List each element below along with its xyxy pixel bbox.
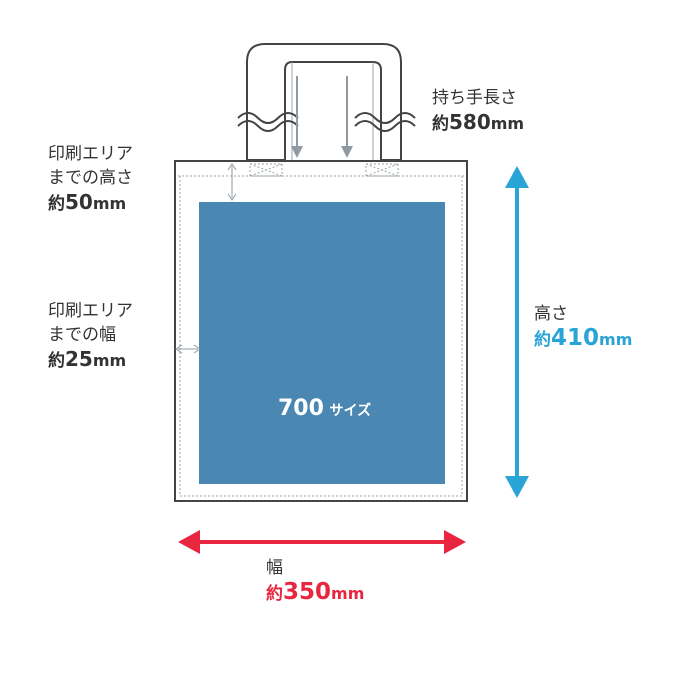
print-side-arrowhead bbox=[193, 344, 201, 354]
width-arrowhead-right bbox=[444, 530, 466, 554]
height-arrowhead-top bbox=[505, 166, 529, 188]
print-side-arrowhead bbox=[175, 344, 183, 354]
print-top-arrowhead bbox=[227, 163, 237, 171]
print-top-arrowhead bbox=[227, 193, 237, 201]
handle-break-mark bbox=[354, 112, 416, 124]
handle-break-mark bbox=[354, 120, 416, 132]
bag-handle bbox=[246, 43, 402, 161]
print-area bbox=[199, 202, 445, 484]
print-top-line2: までの高さ bbox=[48, 168, 133, 188]
height-title: 高さ bbox=[534, 304, 568, 324]
print-area-label: 700 サイズ bbox=[278, 396, 371, 421]
width-label: 幅 約350mm bbox=[266, 556, 364, 606]
width-arrowhead-left bbox=[178, 530, 200, 554]
bag-seam-line bbox=[179, 176, 463, 497]
print-side-line1: 印刷エリア bbox=[48, 301, 133, 321]
height-value: 約410mm bbox=[534, 325, 633, 351]
print-area-suffix: サイズ bbox=[329, 403, 372, 419]
handle-length-arrowhead bbox=[291, 146, 303, 158]
height-label: 高さ 約410mm bbox=[534, 302, 632, 352]
print-side-line2: までの幅 bbox=[48, 325, 116, 345]
handle-length-label: 持ち手長さ 約580mm bbox=[432, 86, 524, 136]
print-top-label: 印刷エリア までの高さ 約50mm bbox=[48, 142, 133, 216]
handle-length-title: 持ち手長さ bbox=[432, 88, 517, 108]
handle-stitch bbox=[249, 163, 283, 177]
handle-break-mark bbox=[237, 120, 299, 132]
width-value: 約350mm bbox=[266, 579, 365, 605]
width-title: 幅 bbox=[266, 558, 283, 578]
handle-break-mark bbox=[237, 112, 299, 124]
height-arrowhead-bottom bbox=[505, 476, 529, 498]
print-side-value: 約25mm bbox=[48, 347, 127, 371]
handle-stitch bbox=[365, 163, 399, 177]
handle-length-arrowhead bbox=[341, 146, 353, 158]
print-area-number: 700 bbox=[278, 396, 324, 421]
print-top-line1: 印刷エリア bbox=[48, 144, 133, 164]
print-top-value: 約50mm bbox=[48, 190, 127, 214]
handle-length-value: 約580mm bbox=[432, 110, 525, 134]
print-side-label: 印刷エリア までの幅 約25mm bbox=[48, 299, 133, 373]
